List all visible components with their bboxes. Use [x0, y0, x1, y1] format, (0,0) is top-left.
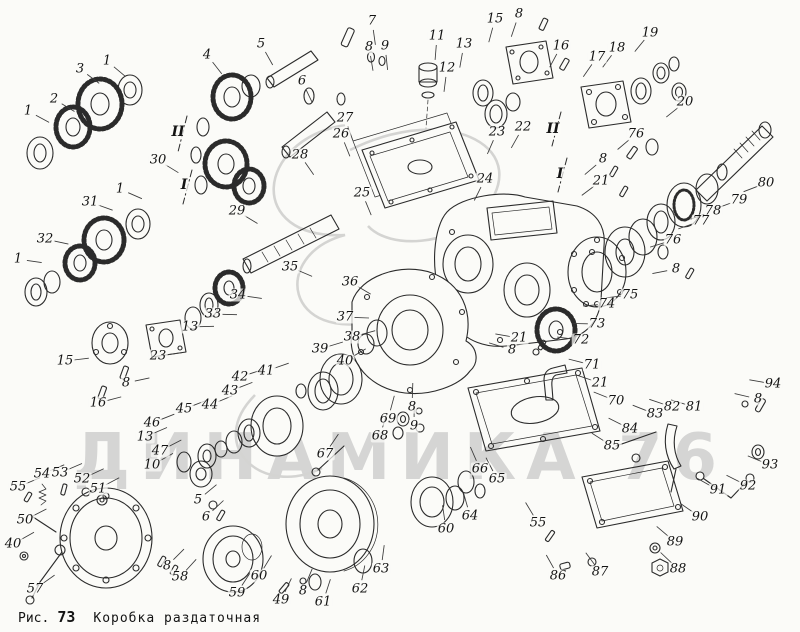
rear-covers: [534, 218, 658, 354]
top-cover: [352, 112, 480, 209]
shift-lever: [695, 398, 766, 499]
splined-shaft-stack: [91, 214, 340, 400]
bracket-assembly: [544, 423, 684, 577]
output-flange-group: [559, 56, 687, 198]
watermark-text: ДИНАМИКА 76: [72, 421, 728, 495]
idler-gears: [190, 72, 267, 206]
filler-plug: [418, 62, 438, 129]
figure-label: Рис.: [18, 611, 50, 626]
bearing-stack: [176, 353, 363, 522]
bearing-cover-group: [472, 17, 554, 129]
output-shaft-assembly: [645, 121, 774, 280]
leader-lines: [20, 22, 765, 594]
drum-assembly: [278, 475, 379, 594]
figure-number: 73: [57, 608, 76, 626]
diagram-linework: [19, 17, 774, 605]
side-cover-lever: [19, 483, 179, 605]
bottom-plate: [467, 364, 601, 452]
hub-covers: [202, 470, 486, 593]
figure-caption: Рис. 73 Коробка раздаточная: [18, 608, 261, 626]
front-case: [350, 268, 477, 395]
small-shafts: [265, 27, 386, 159]
figure-title: Коробка раздаточная: [93, 611, 262, 626]
lower-gear-pair: [24, 208, 151, 307]
input-gear-train: [26, 74, 143, 170]
